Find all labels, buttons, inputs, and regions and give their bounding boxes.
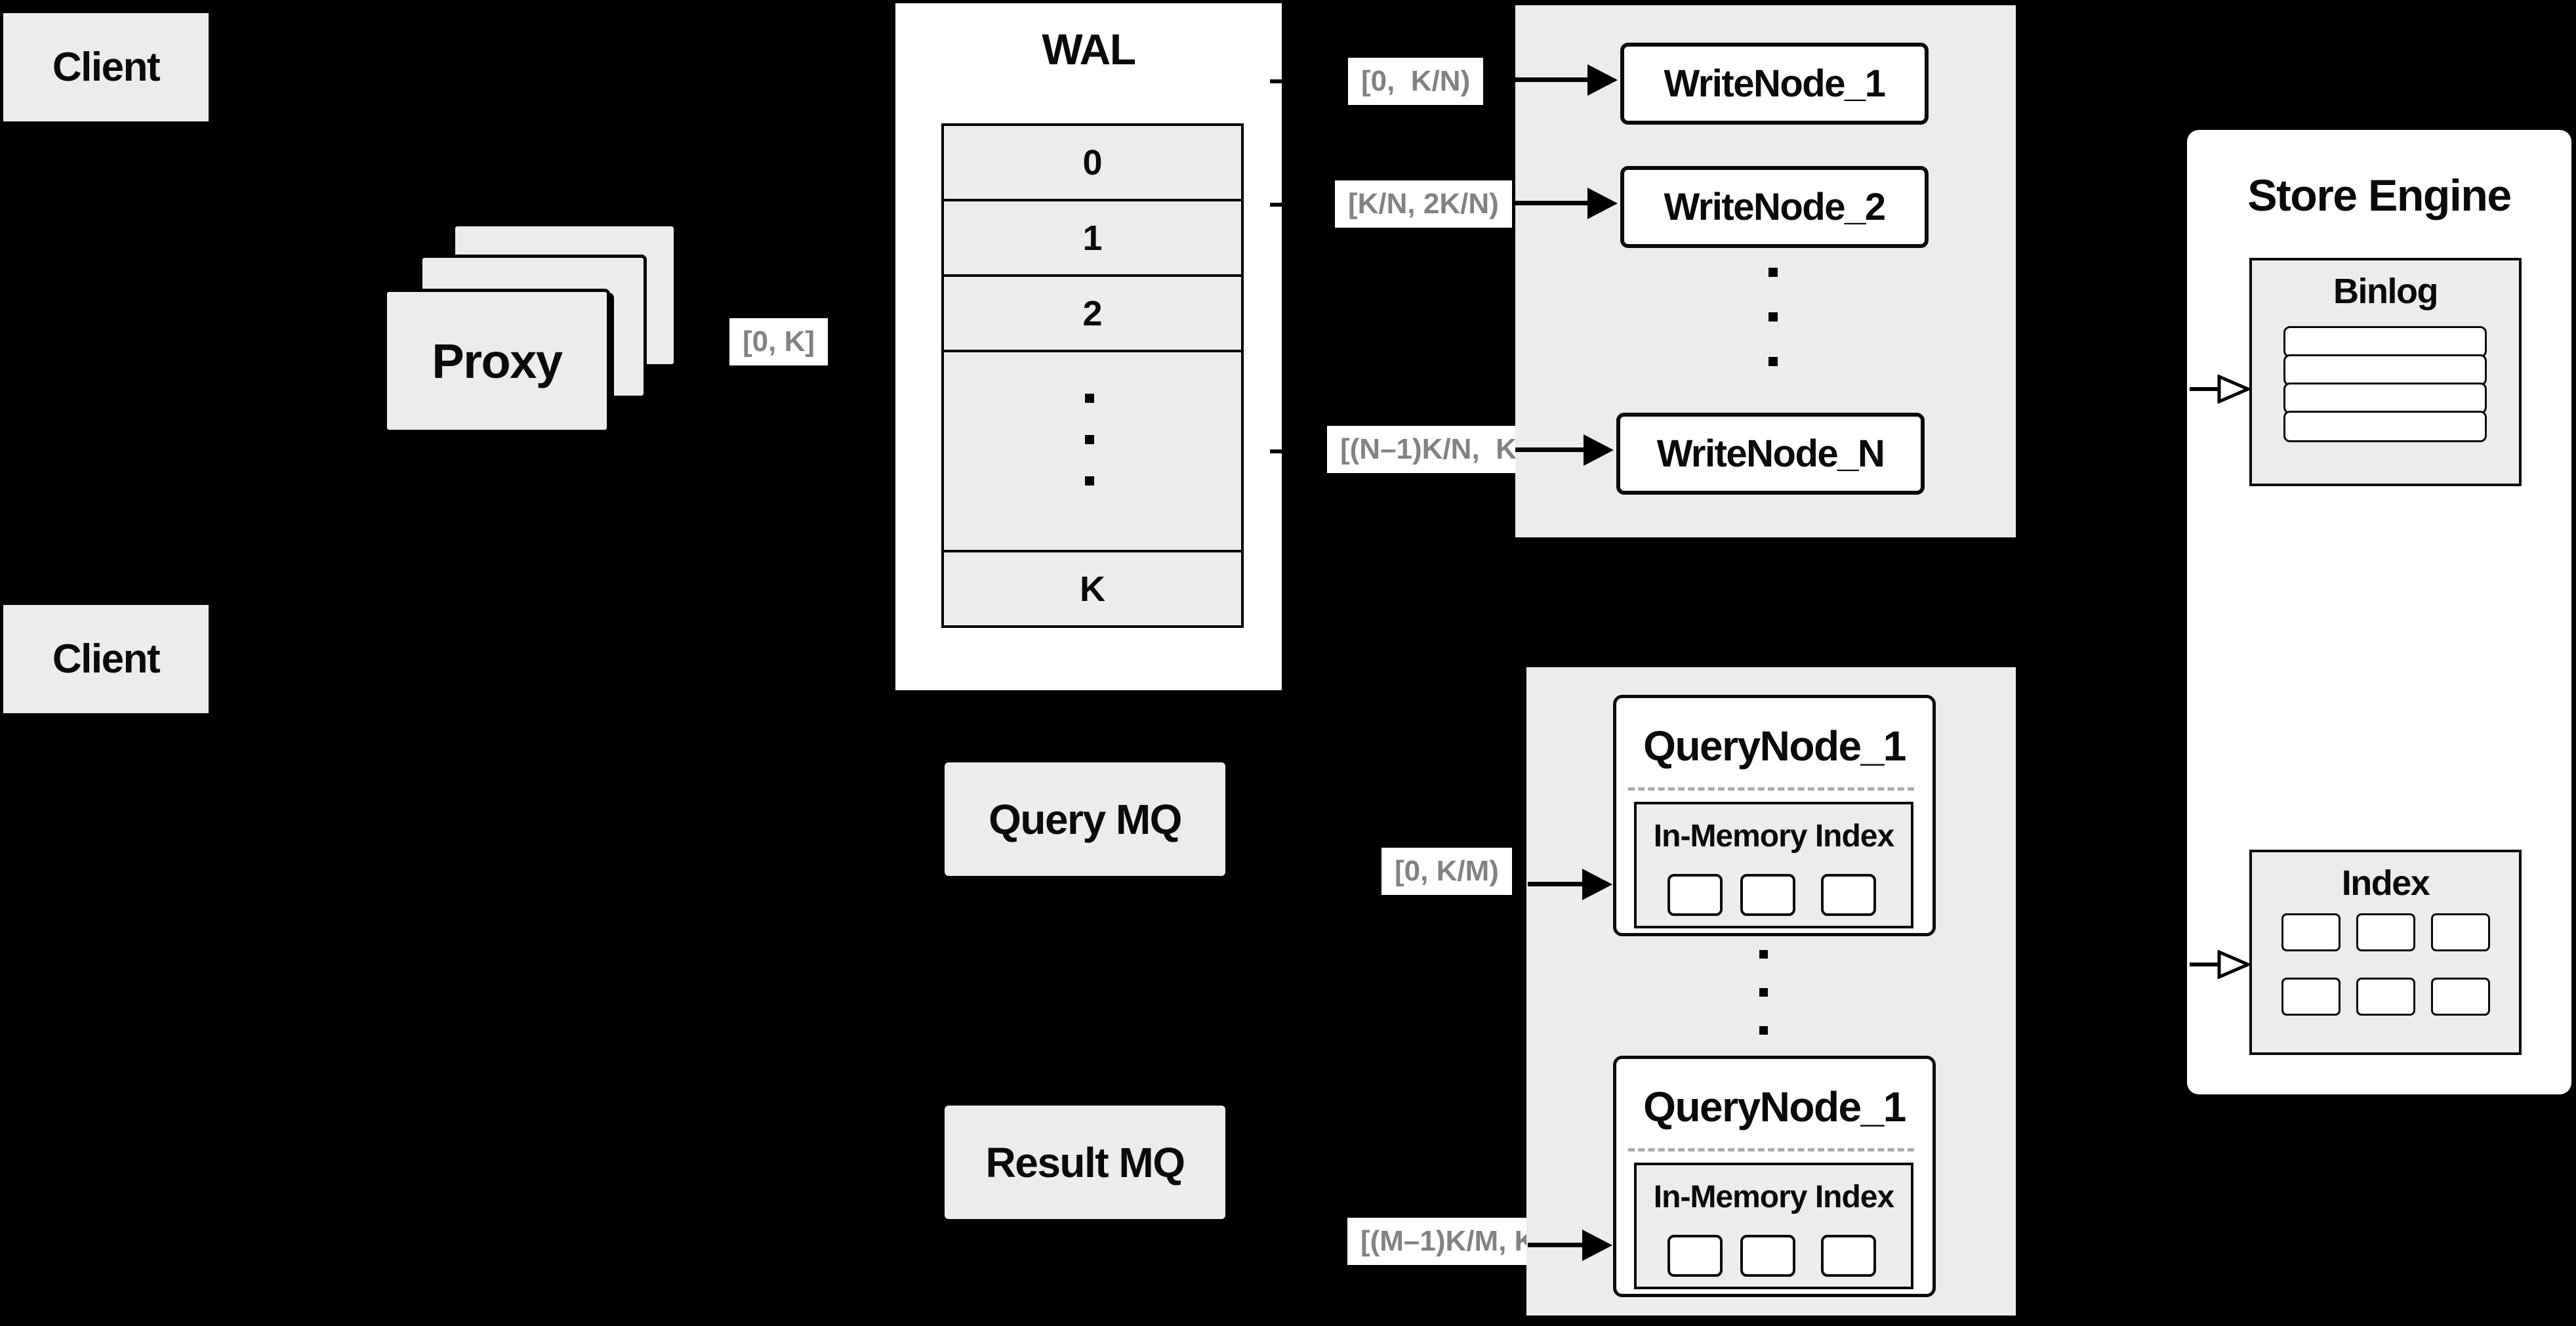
proxy-box-front: Proxy (384, 289, 610, 433)
writenode-2-box: WriteNode_2 (1620, 166, 1929, 248)
arrowhead-writenode-2 (1587, 188, 1618, 219)
querynode-1-title: QueryNode_1 (1643, 722, 1906, 770)
index-cell (2356, 913, 2415, 951)
wal-segment-table: 0 1 2 K (941, 123, 1244, 628)
wal-title-wrap: WAL (895, 23, 1282, 75)
open-arrowhead-index (2217, 950, 2250, 979)
arrow-to-binlog (2190, 387, 2221, 391)
wal-ellipsis-dot (1085, 435, 1094, 444)
open-arrowhead-binlog (2217, 375, 2250, 404)
arrow-to-querynode-2 (1528, 1243, 1584, 1247)
result-mq-box: Result MQ (945, 1106, 1225, 1219)
range-label-querynode-m: [(M–1)K/M, K] (1347, 1218, 1559, 1265)
querynode-ellipsis-dot (1759, 1026, 1768, 1035)
query-mq-label: Query MQ (989, 795, 1182, 843)
client-box-top: Client (3, 13, 209, 121)
range-label-proxy-wal: [0, K] (729, 318, 828, 365)
arrowhead-querynode-1 (1582, 869, 1612, 900)
writenode-ellipsis-dot (1768, 312, 1778, 321)
segment-square (1667, 874, 1723, 916)
wal-row-1: 1 (944, 199, 1241, 274)
client-bottom-label: Client (52, 636, 161, 682)
range-label-writenode-n: [(N–1)K/N, K] (1327, 426, 1540, 473)
querynode-2-inmemory-title: In-Memory Index (1653, 1179, 1894, 1214)
segment-square (1667, 1235, 1723, 1277)
index-cell (2281, 978, 2341, 1016)
arrow-to-writenode-2 (1515, 201, 1589, 205)
writenode-1-box: WriteNode_1 (1620, 43, 1929, 125)
wal-row-2: 2 (944, 274, 1241, 350)
writenode-2-label: WriteNode_2 (1664, 186, 1886, 228)
binlog-row (2283, 326, 2487, 358)
arrow-to-writenode-1 (1515, 77, 1589, 82)
wal-ellipsis-dot (1085, 476, 1094, 486)
writenode-n-box: WriteNode_N (1616, 413, 1925, 495)
arrow-stub (1270, 203, 1282, 207)
binlog-title: Binlog (2333, 272, 2438, 311)
index-cell (2356, 978, 2415, 1016)
range-label-querynode-1: [0, K/M) (1381, 848, 1512, 895)
range-label-writenode-2: [K/N, 2K/N) (1335, 180, 1512, 228)
arrow-stub (1270, 449, 1282, 453)
query-mq-box: Query MQ (945, 762, 1225, 876)
querynode-1-inmemory-title: In-Memory Index (1653, 818, 1894, 854)
arrow-to-writenode-n (1515, 447, 1585, 452)
writenode-n-label: WriteNode_N (1656, 432, 1885, 475)
segment-square (1821, 1235, 1876, 1277)
index-cell (2281, 913, 2341, 951)
arrow-stub (1270, 79, 1282, 83)
store-engine-title: Store Engine (2247, 171, 2512, 220)
arrowhead-writenode-1 (1587, 64, 1618, 96)
querynode-2-title: QueryNode_1 (1643, 1083, 1906, 1130)
querynode-1-divider (1628, 787, 1914, 791)
segment-square (1740, 874, 1795, 916)
index-cell (2431, 978, 2490, 1016)
segment-square (1740, 1235, 1795, 1277)
index-title: Index (2341, 863, 2430, 903)
wal-title: WAL (1042, 25, 1136, 73)
proxy-label: Proxy (432, 333, 563, 388)
writenode-ellipsis-dot (1768, 357, 1778, 366)
wal-row-k: K (944, 550, 1241, 625)
range-label-writenode-1: [0, K/N) (1348, 58, 1484, 105)
arrowhead-writenode-n (1584, 434, 1614, 466)
arrowhead-querynode-2 (1582, 1230, 1612, 1261)
binlog-row (2283, 383, 2487, 414)
querynode-ellipsis-dot (1759, 950, 1768, 959)
client-box-bottom: Client (3, 605, 209, 713)
querynode-2-divider (1628, 1148, 1914, 1151)
arrow-to-index (2190, 963, 2221, 966)
index-box: Index (2249, 850, 2522, 1055)
client-top-label: Client (52, 45, 161, 90)
wal-row-ellipsis (944, 350, 1241, 550)
segment-square (1821, 874, 1876, 916)
querynode-ellipsis-dot (1759, 988, 1768, 997)
writenode-ellipsis-dot (1768, 268, 1778, 277)
result-mq-label: Result MQ (985, 1138, 1185, 1186)
binlog-row (2283, 411, 2487, 442)
wal-row-0: 0 (944, 126, 1241, 199)
binlog-row (2283, 354, 2487, 386)
wal-ellipsis-dot (1085, 394, 1094, 403)
writenode-1-label: WriteNode_1 (1664, 62, 1886, 105)
index-cell (2431, 913, 2490, 951)
arrow-to-querynode-1 (1528, 882, 1584, 886)
